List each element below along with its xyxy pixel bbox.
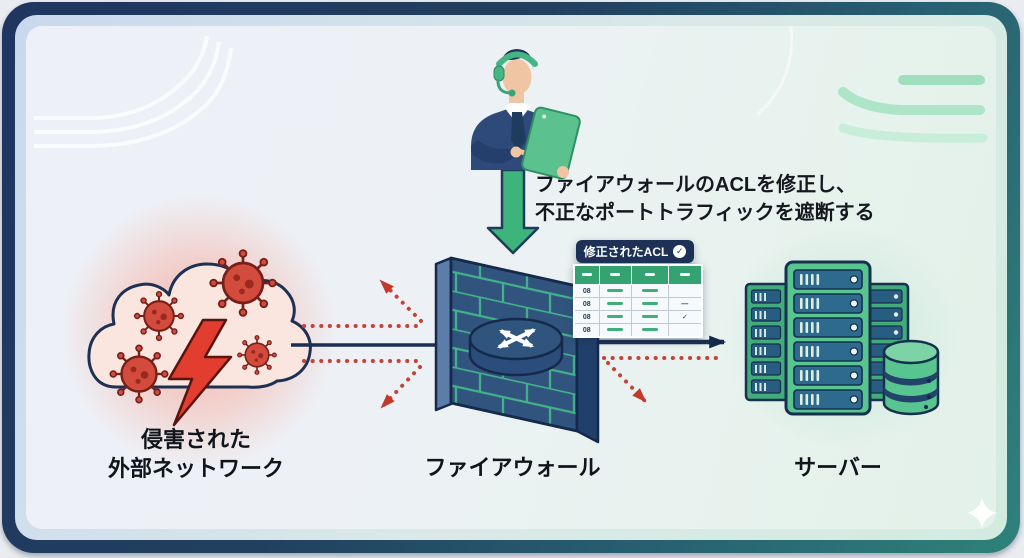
acl-rule-id: 08: [573, 284, 600, 298]
server-illustration: [744, 260, 940, 416]
server-label: サーバー: [794, 455, 882, 480]
holding-hand: [557, 166, 569, 178]
acl-col-header: [573, 264, 600, 285]
server-rack-back-left: [744, 282, 794, 402]
virus-icon: [208, 248, 278, 318]
corner-arc-decoration-topright: [756, 26, 988, 143]
admin-person-illustration: [471, 49, 581, 180]
acl-rule-id: 08: [573, 297, 600, 311]
acl-rule-id: 08: [573, 310, 600, 324]
database-icon: [882, 339, 940, 416]
firewall-illustration: [434, 256, 600, 444]
pointing-arm: [471, 140, 514, 164]
acl-rule-id: 08: [573, 323, 600, 338]
acl-col-header: [598, 264, 632, 285]
redacted-field: [641, 315, 658, 319]
redacted-field: [641, 302, 658, 306]
sparkle-icon: [967, 498, 997, 528]
compromised-cloud-illustration: [87, 248, 312, 427]
redacted-field: [607, 328, 623, 332]
acl-table: 08 08 —: [573, 264, 703, 338]
virus-icon: [109, 344, 169, 404]
face: [502, 59, 532, 95]
acl-col-header: [630, 264, 669, 285]
acl-row: 08: [573, 284, 703, 298]
acl-rule-mark: [667, 323, 703, 338]
traffic-lines: [291, 279, 727, 409]
instruction-line1: ファイアウォールのACLを修正し、: [535, 174, 857, 196]
diagram-artwork: [34, 26, 988, 470]
instruction-line2: 不正なポートトラフィックを遮断する: [535, 201, 875, 224]
acl-header-row: [573, 264, 703, 285]
compromised-network-label: 侵害された 外部ネットワーク: [107, 427, 284, 481]
redacted-field: [607, 315, 623, 319]
acl-row: 08 —: [573, 297, 703, 311]
blocked-traffic-arrow: [606, 361, 647, 403]
acl-col-header: [667, 264, 703, 285]
acl-title-text: 修正されたACL: [583, 245, 669, 259]
firewall-label: ファイアウォール: [424, 455, 601, 480]
lightning-icon: [167, 318, 233, 427]
blocked-traffic-arrow: [379, 279, 423, 323]
redacted-field: [607, 289, 623, 293]
acl-rule-mark: —: [667, 297, 703, 311]
headset-icon: [493, 51, 538, 97]
redacted-field: [607, 302, 623, 306]
acl-row: 08: [573, 323, 703, 338]
blocked-traffic-arrow: [380, 365, 422, 409]
corner-arc-decoration-left: [34, 35, 233, 148]
diagram-canvas: ファイアウォールのACLを修正し、 不正なポートトラフィックを遮断する 修正され…: [26, 26, 996, 529]
check-circle-icon: ✓: [673, 245, 687, 258]
acl-row: 08 ✓: [573, 310, 703, 324]
acl-title-bar: 修正されたACL ✓: [576, 240, 694, 263]
tie: [511, 112, 526, 152]
acl-panel: 修正されたACL ✓: [573, 240, 703, 338]
acl-rule-mark: ✓: [667, 310, 703, 324]
card-inner-frame: ファイアウォールのACLを修正し、 不正なポートトラフィックを遮断する 修正され…: [15, 15, 1007, 540]
router-icon: [468, 317, 564, 377]
server-rack-front: [784, 260, 872, 416]
acl-rule-mark: [667, 284, 703, 298]
virus-icon: [133, 290, 185, 342]
tablet-icon: [521, 106, 581, 180]
instruction-text: ファイアウォールのACLを修正し、 不正なポートトラフィックを遮断する: [535, 172, 875, 227]
virus-icon: [236, 334, 278, 376]
redacted-field: [641, 328, 658, 332]
redacted-field: [641, 289, 658, 293]
green-down-arrow: [486, 168, 540, 255]
